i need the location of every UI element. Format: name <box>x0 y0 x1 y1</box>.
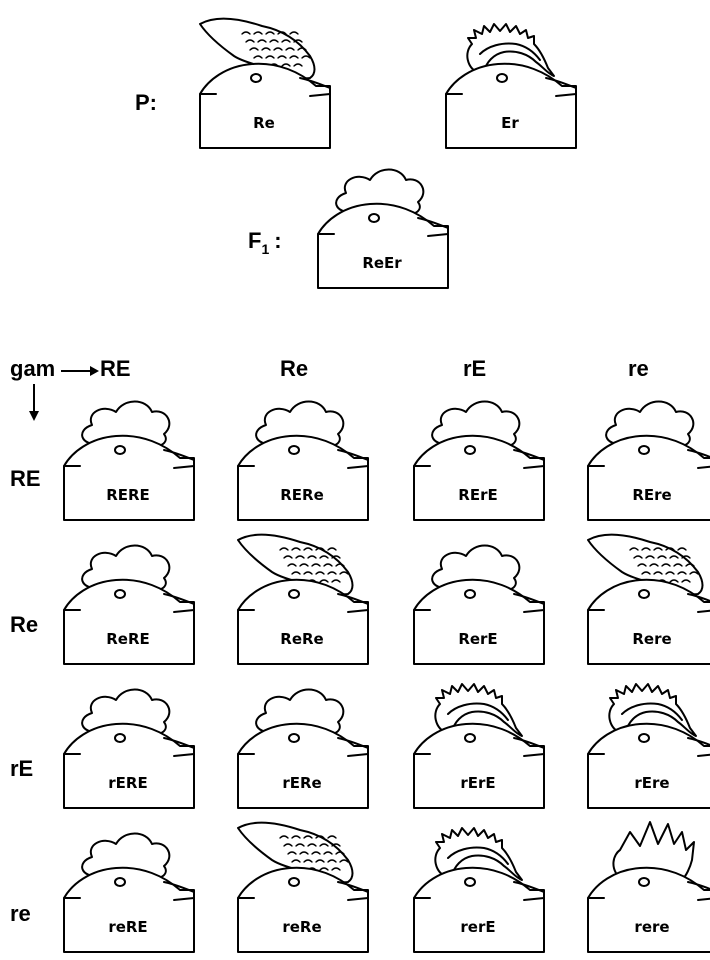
eye <box>115 590 125 598</box>
genotype-label: RErE <box>458 486 497 504</box>
genotype-label: reRe <box>282 918 321 936</box>
f1-label-subscript: 1 <box>261 241 269 257</box>
eye <box>289 878 299 886</box>
col-header-Re: Re <box>280 358 308 380</box>
genotype-label: rEre <box>634 774 669 792</box>
chicken-head: rErE <box>412 676 546 816</box>
f1-label-letter: F <box>248 228 261 253</box>
genotype-label: ReRE <box>106 630 150 648</box>
eye <box>289 590 299 598</box>
chicken-head: reRE <box>62 820 196 960</box>
eye <box>639 734 649 742</box>
head-outline <box>64 580 194 664</box>
genotype-label: Er <box>501 114 519 132</box>
genotype-label: RerE <box>458 630 497 648</box>
genotype-label: ReEr <box>362 254 402 272</box>
punnett-cell-REre: REre <box>586 388 710 528</box>
genotype-label: rERe <box>282 774 321 792</box>
chicken-head: REre <box>586 388 710 528</box>
chicken-head: rerE <box>412 820 546 960</box>
gamete-row-arrow <box>26 383 42 423</box>
gamete-column-arrow <box>60 361 100 377</box>
gamete-corner-label: gam <box>10 358 55 380</box>
punnett-cell-rEre: rEre <box>586 676 710 816</box>
genotype-label: rere <box>634 918 669 936</box>
eye <box>289 446 299 454</box>
chicken-head: Re <box>198 16 332 156</box>
chicken-head: rEre <box>586 676 710 816</box>
chicken-head: rERE <box>62 676 196 816</box>
genotype-label: REre <box>632 486 671 504</box>
eye <box>639 446 649 454</box>
genotype-label: RERe <box>280 486 324 504</box>
col-header-RE: RE <box>100 358 131 380</box>
chicken-head: Er <box>444 16 578 156</box>
eye <box>369 214 379 222</box>
col-header-rE: rE <box>463 358 486 380</box>
eye <box>115 446 125 454</box>
head-outline <box>414 580 544 664</box>
chicken-head: RERE <box>62 388 196 528</box>
genotype-label: Rere <box>632 630 671 648</box>
f1-label-colon: : <box>274 228 281 253</box>
eye <box>497 74 507 82</box>
head-outline <box>64 436 194 520</box>
genotype-label: ReRe <box>280 630 323 648</box>
chicken-head: rere <box>586 820 710 960</box>
head-outline <box>414 724 544 808</box>
head-outline <box>238 436 368 520</box>
head-outline <box>414 436 544 520</box>
head-outline <box>64 868 194 952</box>
chicken-head: rERe <box>236 676 370 816</box>
row-header-RE: RE <box>10 468 41 490</box>
eye <box>639 878 649 886</box>
head-outline <box>64 724 194 808</box>
head-outline <box>238 724 368 808</box>
chicken-head: Rere <box>586 532 710 672</box>
eye <box>251 74 261 82</box>
punnett-cell-Rere: Rere <box>586 532 710 672</box>
head-outline <box>318 204 448 288</box>
chicken-head: ReEr <box>316 156 450 296</box>
chicken-head: RerE <box>412 532 546 672</box>
genotype-label: rErE <box>460 774 495 792</box>
parents-row-label: P: <box>135 92 157 114</box>
eye <box>115 878 125 886</box>
head-outline <box>446 64 576 148</box>
eye <box>465 590 475 598</box>
eye <box>639 590 649 598</box>
punnett-cell-rere: rere <box>586 820 710 960</box>
eye <box>289 734 299 742</box>
row-header-Re: Re <box>10 614 38 636</box>
eye <box>465 878 475 886</box>
chicken-head: ReRE <box>62 532 196 672</box>
genotype-label: rerE <box>460 918 495 936</box>
genotype-label: Re <box>253 114 275 132</box>
eye <box>465 734 475 742</box>
chicken-head: RErE <box>412 388 546 528</box>
row-header-rE: rE <box>10 758 33 780</box>
genotype-label: reRE <box>108 918 147 936</box>
genotype-label: rERE <box>108 774 147 792</box>
eye <box>115 734 125 742</box>
col-header-re: re <box>628 358 649 380</box>
head-outline <box>414 868 544 952</box>
eye <box>465 446 475 454</box>
genotype-label: RERE <box>106 486 150 504</box>
chicken-head: RERe <box>236 388 370 528</box>
chicken-head: ReRe <box>236 532 370 672</box>
chicken-head: reRe <box>236 820 370 960</box>
row-header-re: re <box>10 903 31 925</box>
f1-label: F1: <box>248 230 282 256</box>
